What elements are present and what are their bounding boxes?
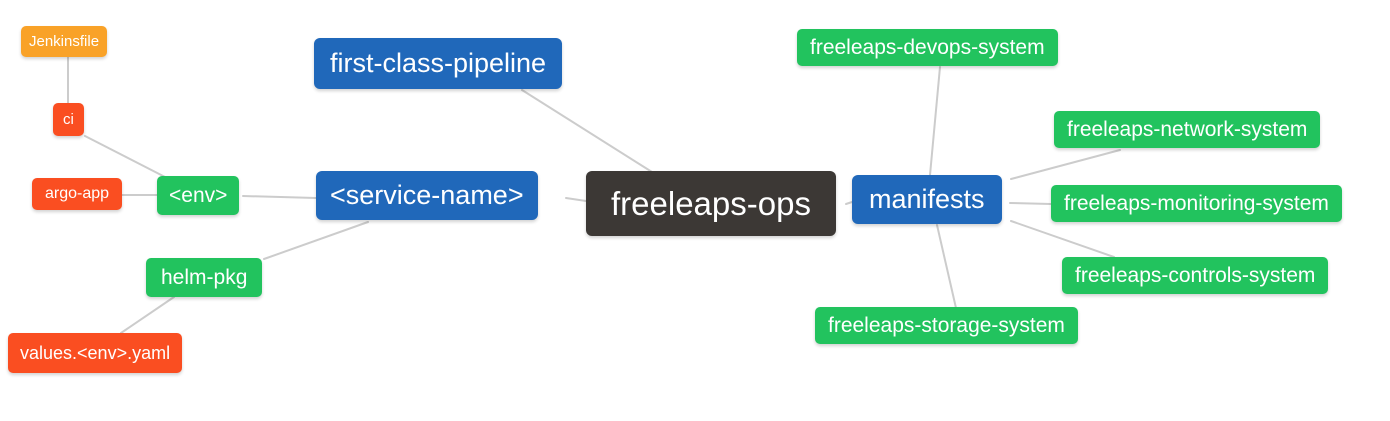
- edge-service-name-helm-pkg: [263, 221, 369, 260]
- node-manifests[interactable]: manifests: [852, 175, 1002, 224]
- edge-manifests-storage: [936, 224, 957, 309]
- edge-env-service-name: [242, 195, 317, 199]
- node-freeleaps-storage-system[interactable]: freeleaps-storage-system: [815, 307, 1078, 344]
- node-env[interactable]: <env>: [157, 176, 240, 215]
- node-argo-app[interactable]: argo-app: [32, 178, 123, 210]
- node-helm-pkg[interactable]: helm-pkg: [146, 258, 263, 297]
- node-root-freeleaps-ops[interactable]: freeleaps-ops: [586, 171, 836, 236]
- node-first-class-pipeline[interactable]: first-class-pipeline: [314, 38, 563, 89]
- node-freeleaps-devops-system[interactable]: freeleaps-devops-system: [797, 29, 1058, 66]
- node-freeleaps-monitoring-system[interactable]: freeleaps-monitoring-system: [1051, 185, 1342, 222]
- edge-manifests-network: [1010, 149, 1121, 180]
- node-freeleaps-network-system[interactable]: freeleaps-network-system: [1054, 111, 1321, 148]
- node-values-env-yaml[interactable]: values.<env>.yaml: [8, 333, 183, 373]
- node-ci[interactable]: ci: [53, 103, 84, 136]
- edge-service-name-root: [565, 197, 587, 202]
- edge-manifests-monitoring: [1009, 202, 1052, 205]
- node-service-name[interactable]: <service-name>: [316, 171, 538, 220]
- edge-pipeline-root: [521, 89, 653, 173]
- edge-helm-pkg-values: [120, 296, 175, 334]
- node-freeleaps-controls-system[interactable]: freeleaps-controls-system: [1062, 257, 1329, 294]
- edge-manifests-controls: [1010, 220, 1115, 258]
- node-jenkinsfile[interactable]: Jenkinsfile: [21, 26, 108, 57]
- edge-manifests-devops: [929, 66, 941, 176]
- edge-ci-env: [84, 135, 168, 179]
